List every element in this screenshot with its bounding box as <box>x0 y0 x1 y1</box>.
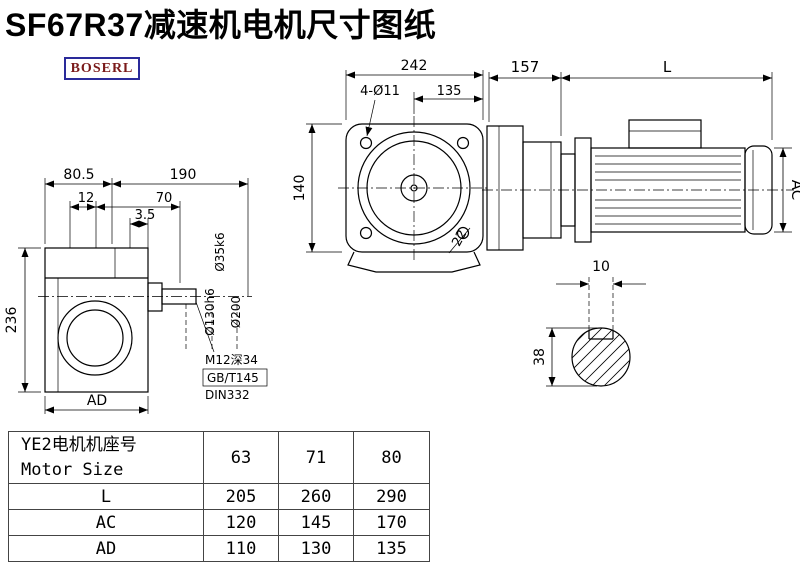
dim-242-label: 242 <box>401 58 428 74</box>
dim-10-label: 10 <box>592 259 610 275</box>
cell-AD-63: 110 <box>203 535 279 562</box>
table-row-AC: AC 120 145 170 <box>8 509 430 536</box>
cell-L-80: 290 <box>353 483 430 510</box>
dim-80-5-label: 80.5 <box>63 167 94 183</box>
motor-view: 157 L AC <box>482 58 800 251</box>
cell-AC-80: 170 <box>353 509 430 536</box>
brand-logo: BOSERL <box>64 57 140 80</box>
shaft-section: 10 38 <box>532 259 646 387</box>
label-flange-dia: Ø200 <box>229 296 243 328</box>
header-line1: YE2电机机座号 <box>21 434 137 455</box>
dim-190-label: 190 <box>170 167 197 183</box>
dim-70-label: 70 <box>156 191 173 206</box>
row-label-AD: AD <box>8 535 204 562</box>
brand-logo-text: BOSERL <box>70 60 134 76</box>
table-header-motor-size: YE2电机机座号 Motor Size <box>8 431 204 484</box>
label-spigot-dia: Ø130h6 <box>203 288 217 336</box>
note-gb: GB/T145 <box>207 371 259 385</box>
note-tap: M12深34 <box>205 353 258 367</box>
technical-drawing: 80.5 190 12 70 3.5 236 AD <box>4 58 800 414</box>
dim-157-label: 157 <box>511 58 540 76</box>
dim-ad-label: AD <box>87 393 107 409</box>
section-hatching <box>572 328 630 386</box>
note-bolt-holes: 4-Ø11 <box>360 84 400 99</box>
dim-38-label: 38 <box>532 348 548 366</box>
table-size-63: 63 <box>203 431 279 484</box>
cell-AD-80: 135 <box>353 535 430 562</box>
label-shaft-dia: Ø35k6 <box>213 232 227 271</box>
cell-L-63: 205 <box>203 483 279 510</box>
table-size-80: 80 <box>353 431 430 484</box>
dim-3-5-label: 3.5 <box>135 208 156 223</box>
table-row-L: L 205 260 290 <box>8 483 430 510</box>
cell-AD-71: 130 <box>278 535 354 562</box>
motor-size-table: YE2电机机座号 Motor Size 63 71 80 L 205 260 2… <box>8 431 430 562</box>
dim-135-label: 135 <box>437 84 462 99</box>
cell-L-71: 260 <box>278 483 354 510</box>
dim-140-label: 140 <box>292 175 308 202</box>
table-size-71: 71 <box>278 431 354 484</box>
dim-l-label: L <box>663 58 672 76</box>
header-line2: Motor Size <box>21 459 124 480</box>
table-header-row: YE2电机机座号 Motor Size 63 71 80 <box>8 431 430 484</box>
note-din: DIN332 <box>205 388 250 402</box>
dim-12-label: 12 <box>78 191 95 206</box>
table-row-AD: AD 110 130 135 <box>8 535 430 562</box>
front-view: 242 135 4-Ø11 140 22 <box>292 58 490 273</box>
cell-AC-71: 145 <box>278 509 354 536</box>
dim-ac-label: AC <box>788 180 800 200</box>
dim-22-label: 22 <box>449 228 470 250</box>
side-view: 80.5 190 12 70 3.5 236 AD <box>4 167 268 414</box>
row-label-L: L <box>8 483 204 510</box>
dim-236-label: 236 <box>4 307 20 334</box>
page-title: SF67R37减速机电机尺寸图纸 <box>5 7 437 43</box>
row-label-AC: AC <box>8 509 204 536</box>
cell-AC-63: 120 <box>203 509 279 536</box>
